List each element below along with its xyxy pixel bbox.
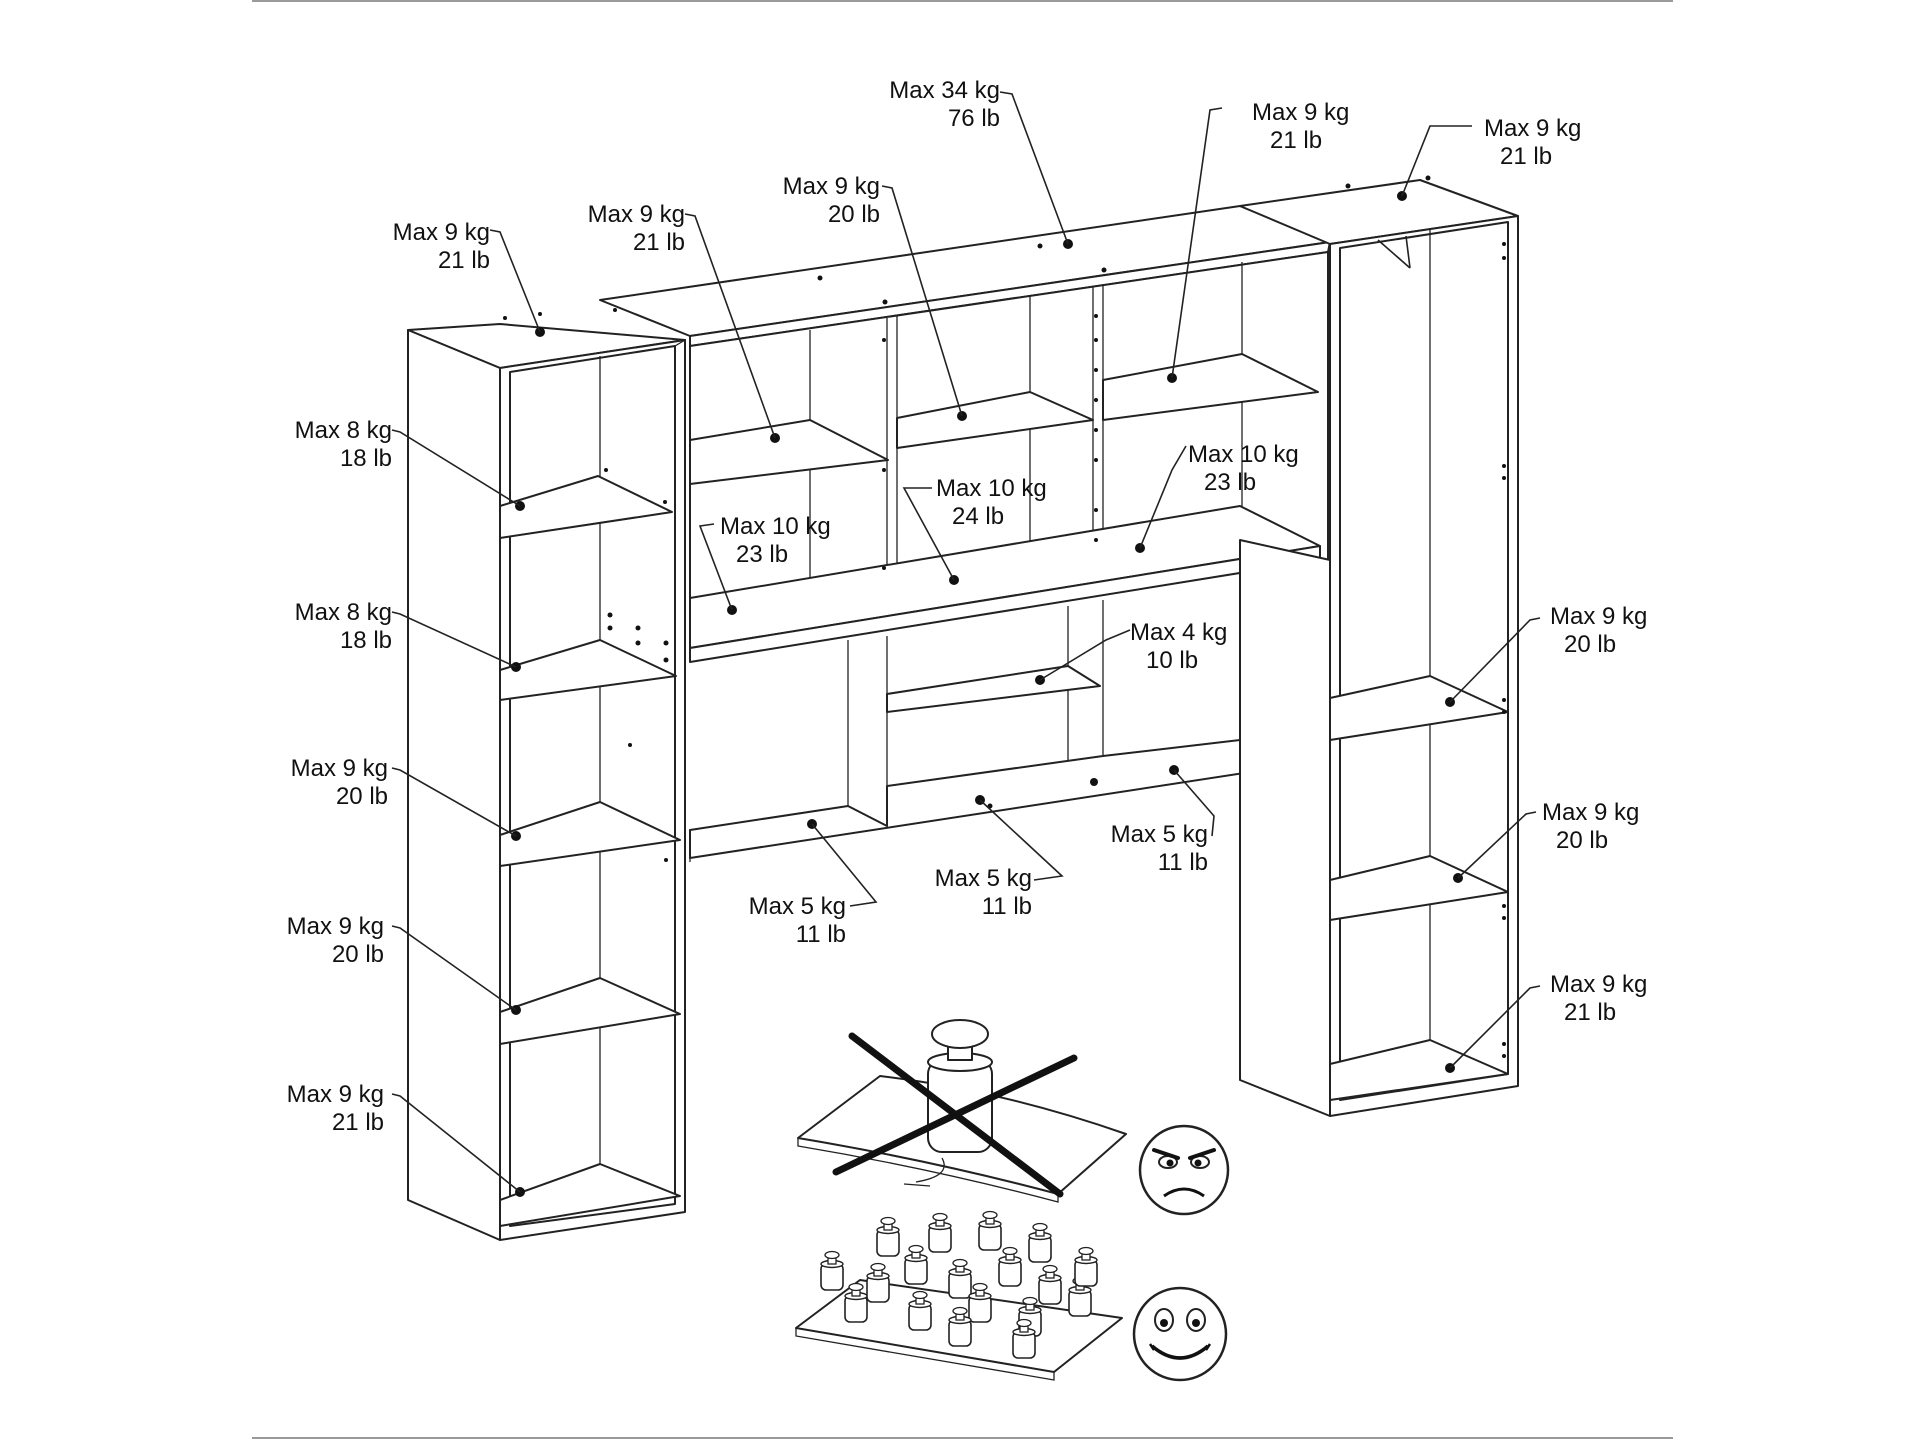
label-top-left-panel: Max 9 kg 21 lb — [393, 219, 490, 274]
small-weight — [1028, 1222, 1052, 1263]
svg-text:Max 8 kg: Max 8 kg — [295, 417, 392, 444]
svg-text:18 lb: 18 lb — [340, 445, 392, 472]
svg-text:21 lb: 21 lb — [1270, 127, 1322, 154]
svg-text:20 lb: 20 lb — [332, 941, 384, 968]
svg-text:Max 10 kg: Max 10 kg — [1188, 441, 1299, 468]
svg-text:Max 5 kg: Max 5 kg — [749, 893, 846, 920]
label-upper-right-shelf: Max 9 kg 21 lb — [1252, 99, 1349, 154]
svg-text:21 lb: 21 lb — [438, 247, 490, 274]
label-top-right-panel: Max 9 kg 21 lb — [1484, 115, 1581, 170]
label-right-shelf-1: Max 9 kg 20 lb — [1550, 603, 1647, 658]
small-weights-icon — [820, 1210, 1098, 1359]
label-left-shelf-1: Max 8 kg 18 lb — [295, 417, 392, 472]
svg-text:Max 9 kg: Max 9 kg — [783, 173, 880, 200]
label-left-shelf-3: Max 9 kg 20 lb — [291, 755, 388, 810]
svg-text:Max 9 kg: Max 9 kg — [291, 755, 388, 782]
svg-text:11 lb: 11 lb — [796, 921, 846, 948]
svg-text:11 lb: 11 lb — [1158, 849, 1208, 876]
svg-text:Max 9 kg: Max 9 kg — [287, 1081, 384, 1108]
label-upper-left-shelf: Max 9 kg 21 lb — [588, 201, 685, 256]
svg-text:11 lb: 11 lb — [982, 893, 1032, 920]
label-bridge-left-middle: Max 10 kg 23 lb — [720, 513, 831, 568]
svg-text:Max 4 kg: Max 4 kg — [1130, 619, 1227, 646]
label-bridge-right-middle: Max 10 kg 23 lb — [1188, 441, 1299, 496]
svg-text:Max 9 kg: Max 9 kg — [588, 201, 685, 228]
svg-text:Max 5 kg: Max 5 kg — [1111, 821, 1208, 848]
svg-text:23 lb: 23 lb — [736, 541, 788, 568]
label-left-shelf-4: Max 9 kg 20 lb — [287, 913, 384, 968]
svg-text:20 lb: 20 lb — [336, 783, 388, 810]
svg-text:Max 10 kg: Max 10 kg — [936, 475, 1047, 502]
center-bridge — [599, 205, 1331, 862]
label-top-main-panel: Max 34 kg 76 lb — [889, 77, 1000, 132]
small-weight — [904, 1244, 928, 1285]
small-weight — [1074, 1246, 1098, 1287]
small-weight — [948, 1306, 972, 1347]
weight-labels: Max 9 kg 21 lb Max 9 kg 21 lb Max 9 kg 2… — [287, 77, 1648, 1136]
small-weight — [844, 1282, 868, 1323]
svg-text:Max 34 kg: Max 34 kg — [889, 77, 1000, 104]
label-left-shelf-2: Max 8 kg 18 lb — [295, 599, 392, 654]
svg-text:18 lb: 18 lb — [340, 627, 392, 654]
svg-text:10 lb: 10 lb — [1146, 647, 1198, 674]
small-weight — [876, 1216, 900, 1257]
label-bridge-center-middle: Max 10 kg 24 lb — [936, 475, 1047, 530]
concentrated-load-wrong — [797, 1019, 1230, 1216]
label-bottom-right-ledge: Max 5 kg 11 lb — [1111, 821, 1208, 876]
small-weight — [998, 1246, 1022, 1287]
svg-text:Max 9 kg: Max 9 kg — [287, 913, 384, 940]
svg-text:21 lb: 21 lb — [1564, 999, 1616, 1026]
svg-text:Max 9 kg: Max 9 kg — [1542, 799, 1639, 826]
svg-text:20 lb: 20 lb — [1556, 827, 1608, 854]
svg-text:Max 9 kg: Max 9 kg — [1484, 115, 1581, 142]
label-bottom-center-ledge: Max 5 kg 11 lb — [935, 865, 1032, 920]
svg-text:Max 9 kg: Max 9 kg — [393, 219, 490, 246]
svg-text:24 lb: 24 lb — [952, 503, 1004, 530]
small-weight — [978, 1210, 1002, 1251]
label-upper-mid-shelf: Max 9 kg 20 lb — [783, 173, 880, 228]
small-weight — [820, 1250, 844, 1291]
svg-text:Max 9 kg: Max 9 kg — [1252, 99, 1349, 126]
label-left-shelf-5: Max 9 kg 21 lb — [287, 1081, 384, 1136]
svg-text:Max 9 kg: Max 9 kg — [1550, 603, 1647, 630]
small-weight — [1038, 1264, 1062, 1305]
small-weight — [866, 1262, 890, 1303]
small-weight — [948, 1258, 972, 1299]
svg-text:21 lb: 21 lb — [332, 1109, 384, 1136]
small-weight — [1012, 1318, 1036, 1359]
distributed-load-right — [795, 1210, 1228, 1382]
label-right-shelf-2: Max 9 kg 20 lb — [1542, 799, 1639, 854]
svg-text:Max 9 kg: Max 9 kg — [1550, 971, 1647, 998]
svg-text:20 lb: 20 lb — [828, 201, 880, 228]
smiling-face-icon — [1132, 1286, 1228, 1382]
sad-face-icon — [1138, 1124, 1230, 1216]
right-bookcase — [1239, 175, 1519, 1117]
small-weight — [908, 1290, 932, 1331]
cross-icon — [832, 1032, 1078, 1198]
left-bookcase — [407, 308, 686, 1241]
svg-text:Max 5 kg: Max 5 kg — [935, 865, 1032, 892]
svg-text:20 lb: 20 lb — [1564, 631, 1616, 658]
svg-text:21 lb: 21 lb — [633, 229, 685, 256]
svg-text:21 lb: 21 lb — [1500, 143, 1552, 170]
label-bottom-left-ledge: Max 5 kg 11 lb — [749, 893, 846, 948]
label-small-center-shelf: Max 4 kg 10 lb — [1130, 619, 1227, 674]
svg-text:23 lb: 23 lb — [1204, 469, 1256, 496]
svg-text:Max 8 kg: Max 8 kg — [295, 599, 392, 626]
leader-lines — [391, 91, 1541, 1193]
small-weight — [968, 1282, 992, 1323]
svg-text:76 lb: 76 lb — [948, 105, 1000, 132]
label-right-shelf-3: Max 9 kg 21 lb — [1550, 971, 1647, 1026]
svg-text:Max 10 kg: Max 10 kg — [720, 513, 831, 540]
small-weight — [928, 1212, 952, 1253]
